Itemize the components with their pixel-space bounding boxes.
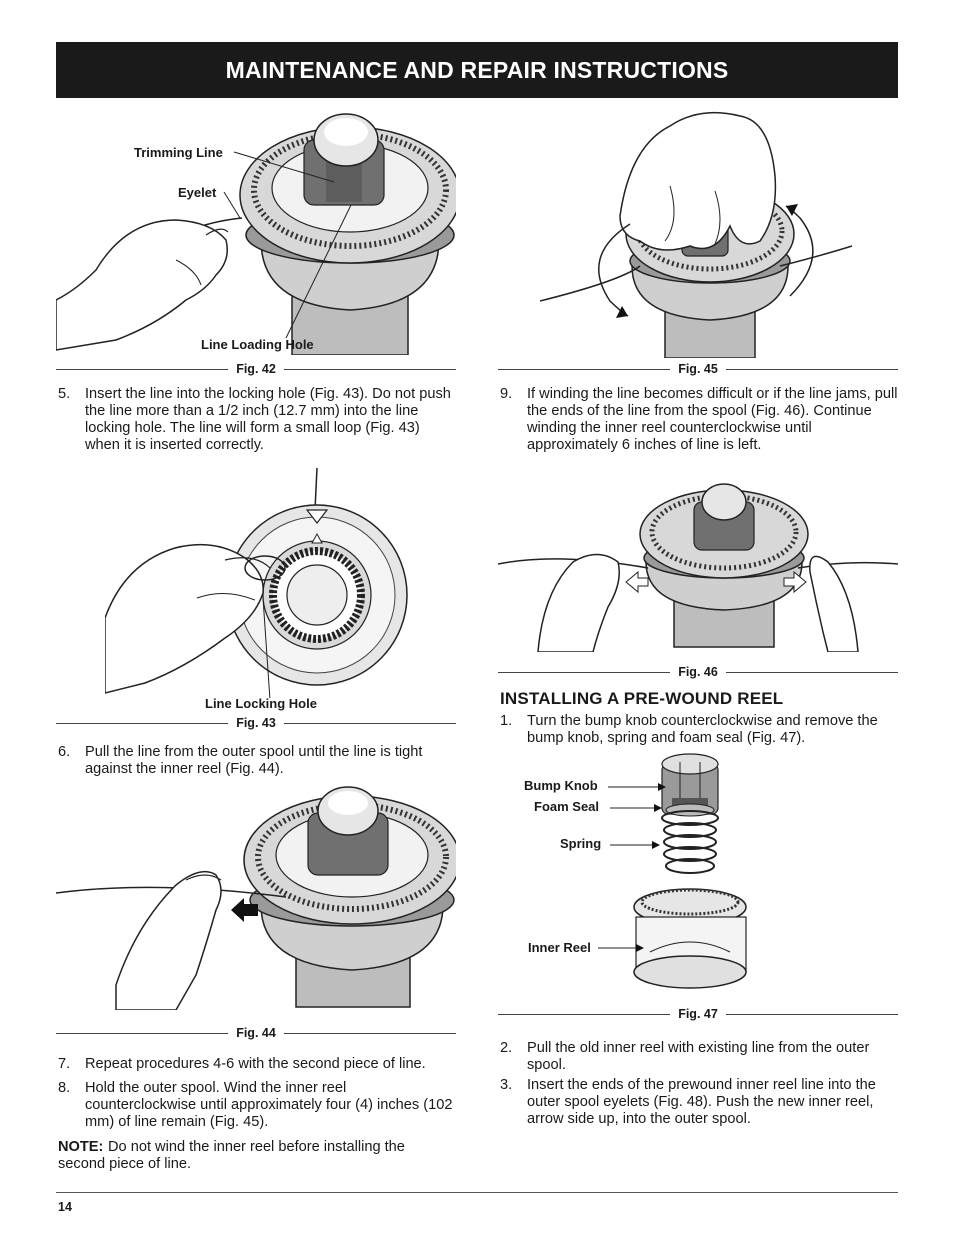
callout-inner-reel: Inner Reel xyxy=(528,940,591,955)
callout-bump-knob: Bump Knob xyxy=(524,778,598,793)
figure-47-illustration xyxy=(600,752,760,1002)
figure-46-illustration xyxy=(498,482,898,652)
callout-eyelet: Eyelet xyxy=(178,185,217,200)
callout-foam-seal: Foam Seal xyxy=(534,799,600,814)
figure-44-illustration xyxy=(56,785,456,1010)
footer-rule xyxy=(56,1192,898,1193)
section-step-1: 1. Turn the bump knob counterclockwise a… xyxy=(500,713,878,746)
figure-43-illustration xyxy=(105,468,410,698)
callout-line-locking-hole: Line Locking Hole xyxy=(205,696,317,711)
callout-spring: Spring xyxy=(560,836,602,851)
step-5: 5. Insert the line into the locking hole… xyxy=(58,386,451,453)
section-step-2: 2. Pull the old inner reel with existing… xyxy=(500,1040,870,1073)
step-6: 6. Pull the line from the outer spool un… xyxy=(58,744,423,777)
figure-45-caption: Fig. 45 xyxy=(498,362,898,376)
step-7: 7. Repeat procedures 4-6 with the second… xyxy=(58,1056,426,1072)
figure-42-caption: Fig. 42 xyxy=(56,362,456,376)
callout-trimming-line: Trimming Line xyxy=(134,145,223,160)
callout-line-loading-hole: Line Loading Hole xyxy=(201,337,314,352)
figure-42-illustration xyxy=(56,110,456,355)
note: NOTE: Do not wind the inner reel before … xyxy=(58,1139,405,1172)
section-step-3: 3. Insert the ends of the prewound inner… xyxy=(500,1077,876,1127)
step-9: 9. If winding the line becomes difficult… xyxy=(500,386,898,453)
section-title-installing-pre-wound-reel: INSTALLING A PRE-WOUND REEL xyxy=(500,689,784,708)
figure-45-illustration xyxy=(540,106,858,358)
page-number: 14 xyxy=(58,1200,72,1214)
page-title: MAINTENANCE AND REPAIR INSTRUCTIONS xyxy=(225,56,729,83)
step-8: 8. Hold the outer spool. Wind the inner … xyxy=(58,1080,453,1130)
page-header: MAINTENANCE AND REPAIR INSTRUCTIONS xyxy=(56,42,898,98)
figure-43-caption: Fig. 43 xyxy=(56,716,456,730)
figure-47-caption: Fig. 47 xyxy=(498,1007,898,1021)
figure-44-caption: Fig. 44 xyxy=(56,1026,456,1040)
figure-47-leaders xyxy=(590,775,670,965)
figure-46-caption: Fig. 46 xyxy=(498,665,898,679)
